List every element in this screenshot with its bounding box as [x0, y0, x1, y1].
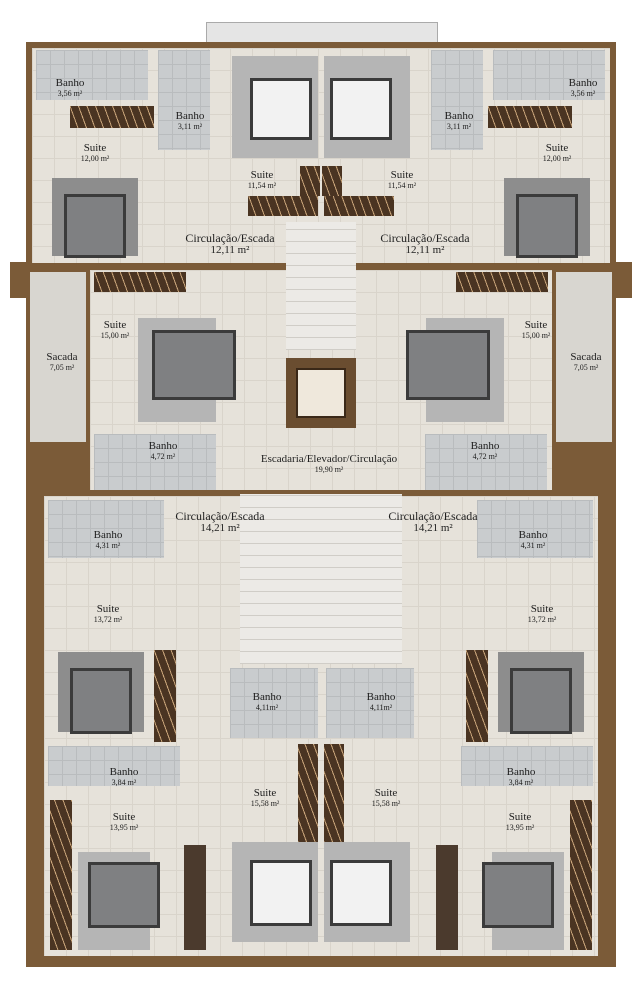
wardrobe: [300, 166, 320, 196]
bed-icon: [152, 330, 236, 400]
wardrobe: [488, 106, 572, 128]
staircase-lower: [240, 494, 402, 664]
bath-431-left: [48, 500, 164, 558]
bath-384-left: [48, 746, 180, 786]
wardrobe: [456, 272, 548, 292]
bed-icon: [510, 668, 572, 734]
bath-384-right: [461, 746, 593, 786]
bed-icon: [482, 862, 554, 928]
wardrobe: [94, 272, 186, 292]
bath-311-left: [158, 50, 210, 150]
bed-icon: [250, 860, 312, 926]
bed-icon: [406, 330, 490, 400]
wardrobe: [50, 800, 72, 950]
pillar-right: [610, 262, 632, 298]
bath-472-right: [425, 434, 547, 490]
wardrobe: [322, 166, 342, 196]
bed-icon: [64, 194, 126, 258]
bed-icon: [330, 78, 392, 140]
wardrobe: [70, 106, 154, 128]
bath-311-right: [431, 50, 483, 150]
pillar-left: [10, 262, 32, 298]
bed-icon: [70, 668, 132, 734]
wardrobe: [466, 650, 488, 742]
wardrobe: [324, 196, 394, 216]
bath-431-right: [477, 500, 593, 558]
bed-icon: [516, 194, 578, 258]
bed-icon: [88, 862, 160, 928]
bed-icon: [250, 78, 312, 140]
balcony-right: [556, 272, 612, 442]
bath-356-left: [36, 50, 148, 100]
balcony-left: [30, 272, 86, 442]
elevator-floor: [296, 368, 346, 418]
bath-356-right: [493, 50, 605, 100]
staircase-upper: [286, 222, 356, 350]
bath-411-left: [230, 668, 318, 738]
wardrobe: [154, 650, 176, 742]
wardrobe: [570, 800, 592, 950]
wardrobe: [184, 845, 206, 950]
bath-411-right: [326, 668, 414, 738]
wardrobe: [436, 845, 458, 950]
bath-472-left: [94, 434, 216, 490]
wardrobe: [248, 196, 318, 216]
bed-icon: [330, 860, 392, 926]
